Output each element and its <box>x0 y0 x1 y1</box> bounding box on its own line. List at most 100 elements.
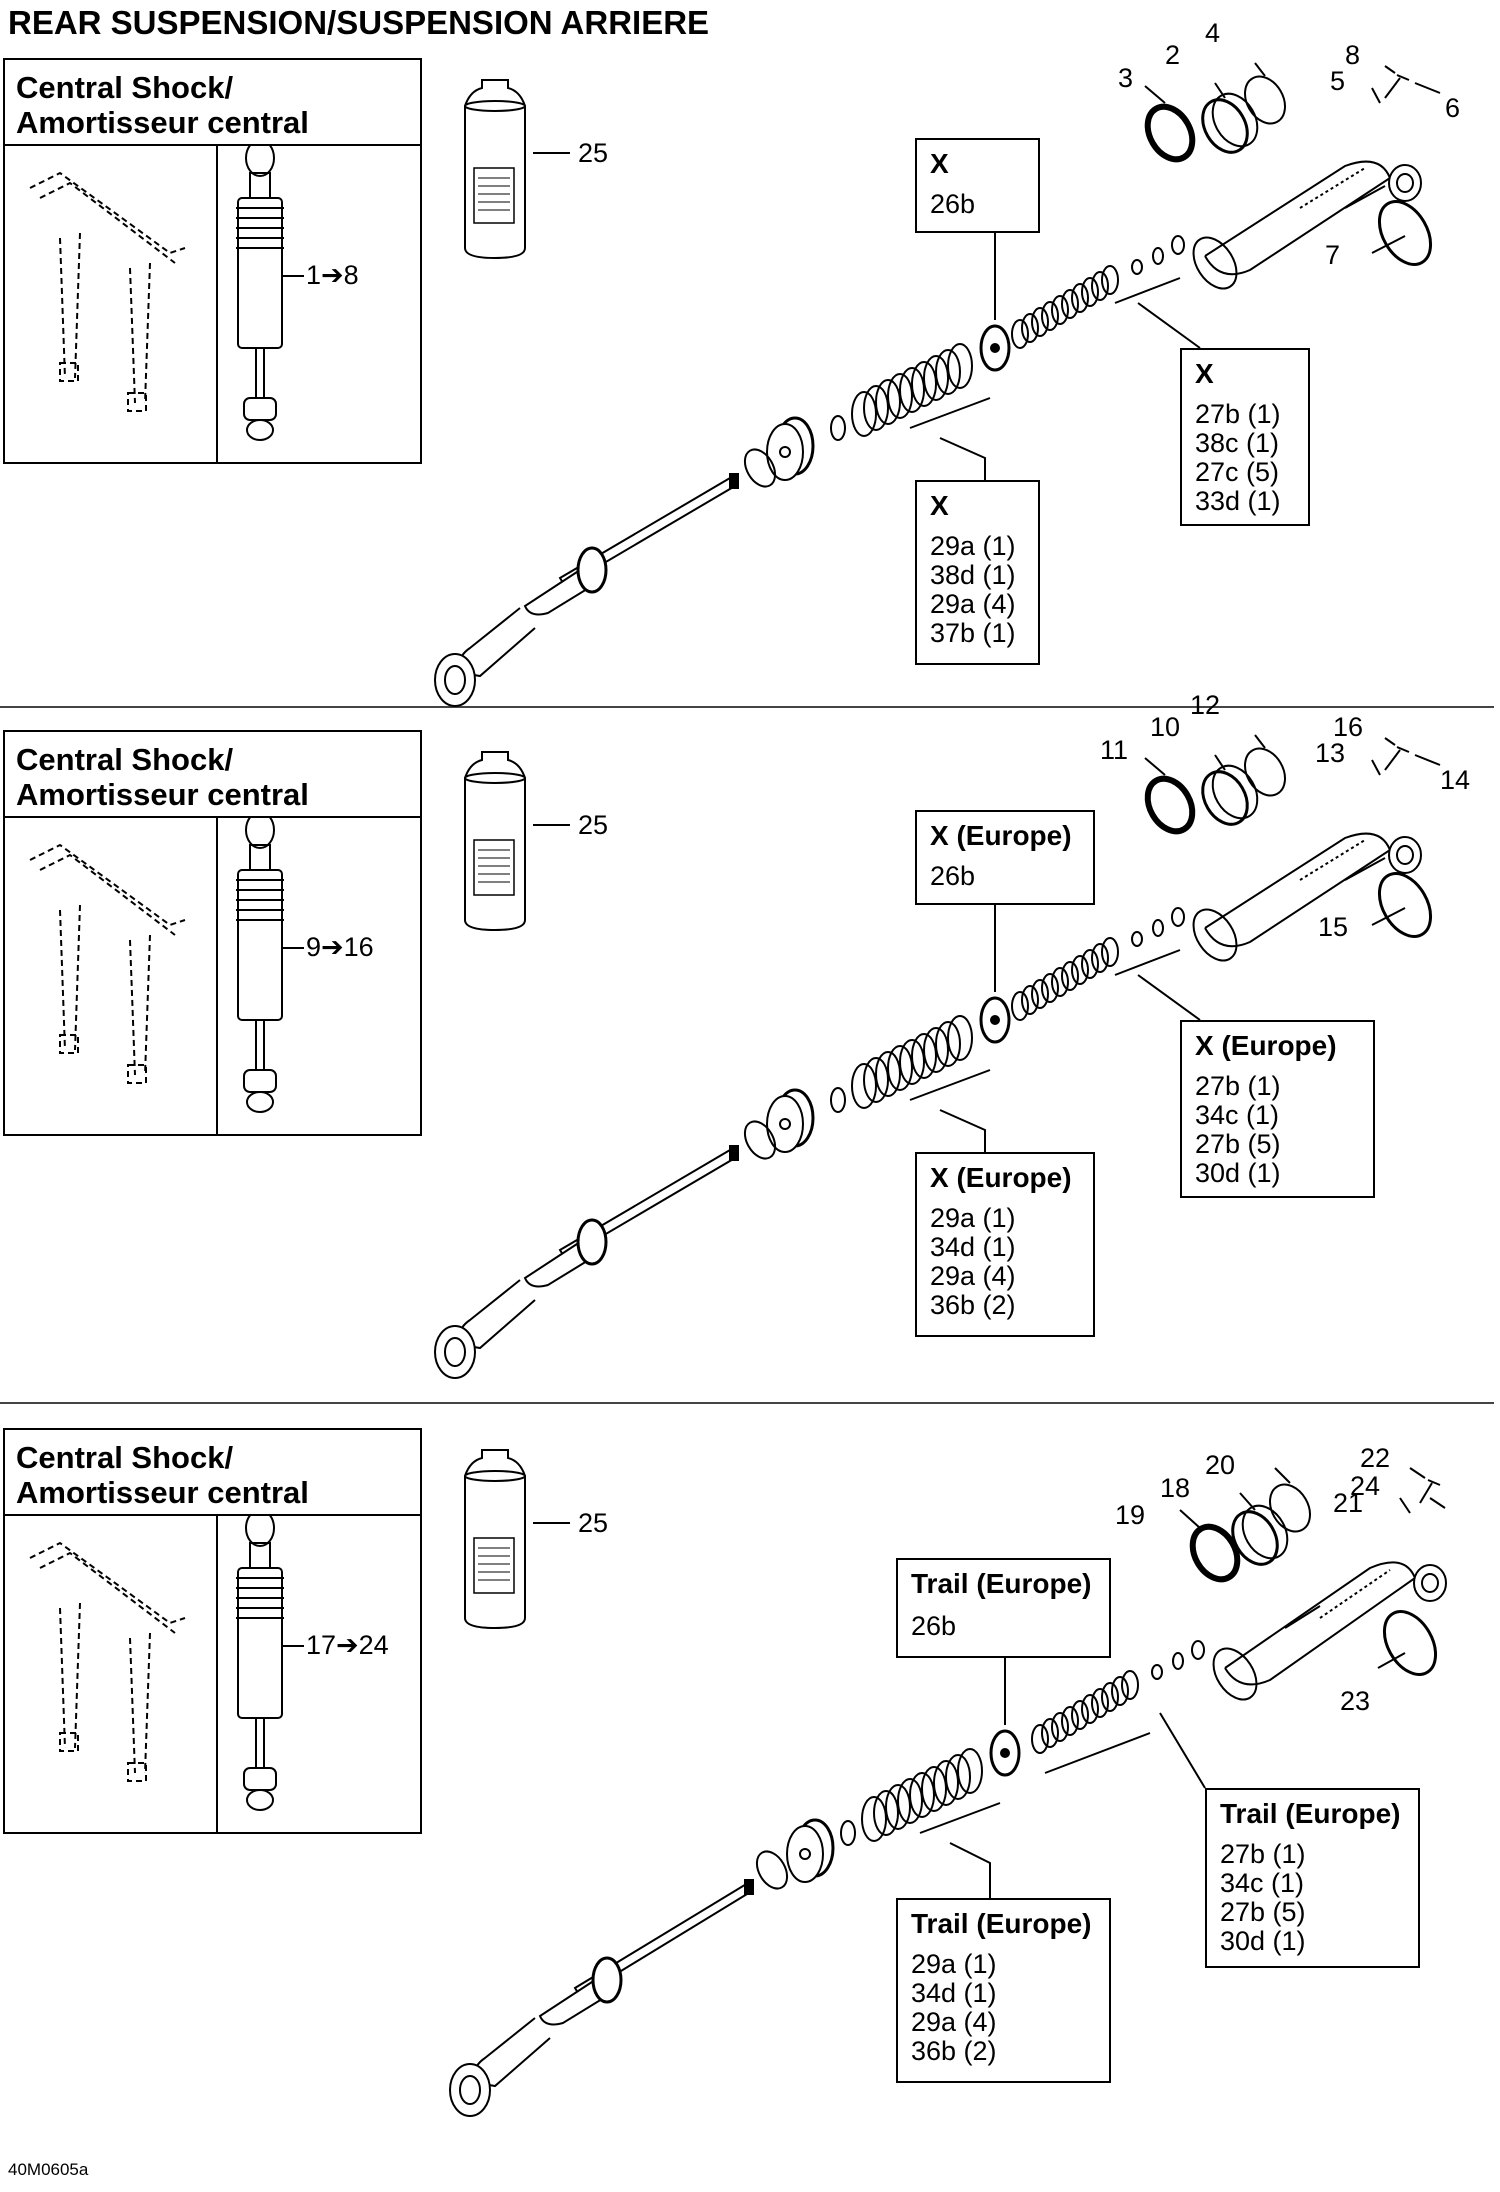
oil-bottle-icon <box>464 1449 526 1630</box>
ref-box-line: 38c (1) <box>1195 428 1280 458</box>
ref-box-line: 34c (1) <box>1220 1868 1305 1898</box>
ref-box-header: X <box>1195 358 1214 389</box>
bushing-icon <box>1201 764 1259 826</box>
range-label: 9➔16 <box>306 932 374 962</box>
valve-stack-upper-icon <box>1031 1640 1205 1754</box>
ref-box-line: 38d (1) <box>930 560 1016 590</box>
part-ref-box-lower: Trail (Europe) 29a (1) 34d (1) 29a (4) 3… <box>896 1898 1111 2083</box>
shaft-icon <box>434 1145 739 1379</box>
section-title-line2: Amortisseur central <box>16 777 309 812</box>
exploded-shock-illustration <box>29 1449 1447 2117</box>
oil-bottle-icon <box>464 751 526 932</box>
frame-thumbnail-icon <box>29 171 186 412</box>
range-label: 1➔8 <box>306 260 359 290</box>
piston-icon <box>989 1729 1021 1777</box>
part-ref-box-piston: X 26b <box>915 138 1040 233</box>
thumbnail-panel <box>3 144 422 464</box>
ref-box-header: X (Europe) <box>930 820 1072 851</box>
section-title-box: Central Shock/ Amortisseur central <box>3 58 422 146</box>
range-label: 17➔24 <box>306 1630 389 1660</box>
o-ring-icon <box>743 448 777 488</box>
ref-box-line: 29a (4) <box>930 589 1016 619</box>
diagram-section-1: Central Shock/ Amortisseur central 1➔8 2… <box>0 18 1500 758</box>
ref-box-line: 37b (1) <box>930 618 1016 648</box>
spring-seat-icon <box>1377 200 1433 266</box>
section-title-line2: Amortisseur central <box>16 1475 309 1510</box>
callout-o-ring: 12 <box>1190 690 1221 720</box>
callout-seal: 3 <box>1118 63 1134 93</box>
callout-bushing: 10 <box>1150 712 1181 742</box>
shock-body-icon <box>1192 160 1422 290</box>
callout-o-ring: 4 <box>1205 18 1221 48</box>
ref-box-line: 29a (1) <box>930 1203 1016 1233</box>
callout-screw: 6 <box>1445 93 1461 123</box>
screw-icon <box>1384 74 1410 99</box>
seal-ring-icon <box>1144 103 1196 163</box>
shock-body-icon <box>1212 1561 1447 1701</box>
o-ring-icon <box>743 1120 777 1160</box>
shaft-icon <box>434 473 739 707</box>
frame-thumbnail-icon <box>29 843 186 1084</box>
callout-o-ring: 20 <box>1205 1450 1236 1480</box>
exploded-shock-illustration <box>29 734 1441 1379</box>
ref-box-line: 29a (1) <box>930 531 1016 561</box>
part-ref-box-lower: X (Europe) 29a (1) 34d (1) 29a (4) 36b (… <box>915 1152 1095 1337</box>
callout-oil: 25 <box>578 810 609 840</box>
shaft-icon <box>449 1879 754 2117</box>
callout-screw: 14 <box>1440 765 1471 795</box>
piston-icon <box>979 996 1011 1044</box>
section-title-line1: Central Shock/ <box>16 70 234 105</box>
valve-stack-lower-icon <box>840 1748 983 1846</box>
ref-box-header: X <box>930 490 949 521</box>
ref-box-line: 30d (1) <box>1195 1158 1281 1188</box>
part-ref-box-upper: X (Europe) 27b (1) 34c (1) 27b (5) 30d (… <box>1180 1020 1375 1198</box>
spring-seat-icon <box>1377 872 1433 938</box>
ref-box-line: 34d (1) <box>930 1232 1016 1262</box>
ref-box-line: 29a (4) <box>930 1261 1016 1291</box>
valve-stack-lower-icon <box>830 343 973 441</box>
callout-eyelet: 5 <box>1330 66 1346 96</box>
shock-thumbnail-icon <box>236 1509 284 1811</box>
callout-fitting: 16 <box>1333 712 1364 742</box>
ref-box-line: 26b <box>911 1611 957 1641</box>
oil-bottle-icon <box>464 79 526 260</box>
frame-thumbnail-icon <box>29 1541 186 1782</box>
callout-spring-seat: 15 <box>1318 912 1349 942</box>
section-title-line2: Amortisseur central <box>16 105 309 140</box>
o-ring-icon <box>1244 75 1286 125</box>
diagram-section-2: Central Shock/ Amortisseur central 9➔16 … <box>0 690 1500 1430</box>
ref-box-line: 27c (5) <box>1195 457 1280 487</box>
ref-box-line: 27b (5) <box>1220 1897 1306 1927</box>
ref-box-line: 36b (2) <box>930 1290 1016 1320</box>
valve-stack-upper-icon <box>1011 235 1185 349</box>
figure-code: 40M0605a <box>8 2160 89 2179</box>
callout-spring-seat: 23 <box>1340 1686 1371 1716</box>
callout-seal: 19 <box>1115 1500 1146 1530</box>
callout-seal: 11 <box>1100 735 1129 765</box>
ref-box-header: Trail (Europe) <box>911 1908 1092 1939</box>
end-cap-icon <box>766 1088 815 1153</box>
ref-box-header: Trail (Europe) <box>911 1568 1092 1599</box>
diagram-section-3: Central Shock/ Amortisseur central 17➔24… <box>0 1428 1500 2128</box>
ref-box-line: 29a (1) <box>911 1949 997 1979</box>
ref-box-line: 34d (1) <box>911 1978 997 2008</box>
section-title-line1: Central Shock/ <box>16 742 234 777</box>
section-title-box: Central Shock/ Amortisseur central <box>3 1428 422 1516</box>
valve-stack-upper-icon <box>1011 907 1185 1021</box>
section-title-line1: Central Shock/ <box>16 1440 234 1475</box>
end-cap-icon <box>766 416 815 481</box>
page-title: REAR SUSPENSION/SUSPENSION ARRIERE <box>8 4 710 41</box>
bushing-icon <box>1231 1504 1289 1566</box>
part-ref-box-lower: X 29a (1) 38d (1) 29a (4) 37b (1) <box>915 480 1040 665</box>
ref-box-line: 26b <box>930 861 976 891</box>
o-ring-icon <box>755 1850 789 1890</box>
ref-box-line: 26b <box>930 189 976 219</box>
screw-icon <box>1419 1479 1441 1504</box>
ref-box-line: 30d (1) <box>1220 1926 1306 1956</box>
part-ref-box-upper: Trail (Europe) 27b (1) 34c (1) 27b (5) 3… <box>1205 1788 1420 1968</box>
ref-box-line: 27b (1) <box>1195 1071 1281 1101</box>
section-divider <box>0 1402 1494 1404</box>
shock-thumbnail-icon <box>236 811 284 1113</box>
callout-fitting: 8 <box>1345 40 1361 70</box>
o-ring-icon <box>1244 747 1286 797</box>
